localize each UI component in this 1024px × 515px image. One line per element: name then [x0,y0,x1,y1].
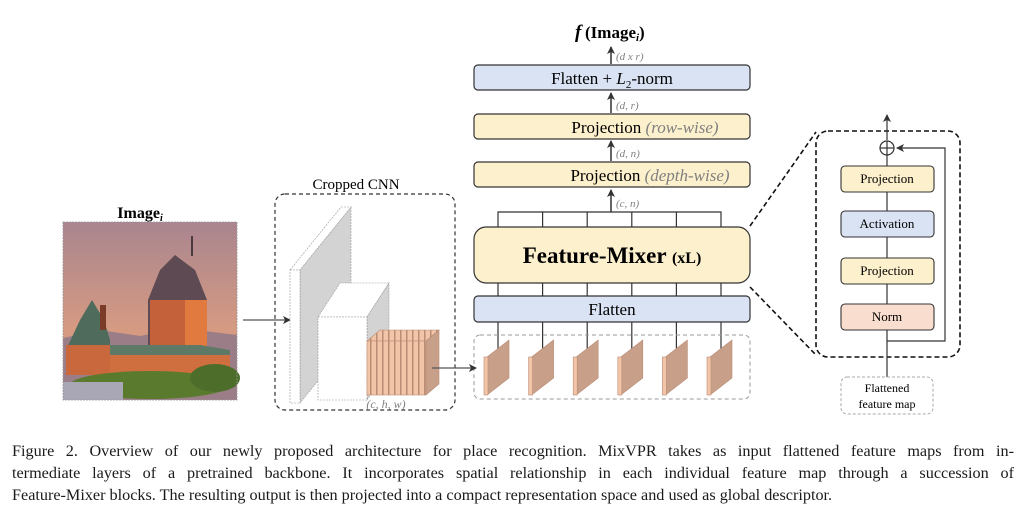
input-image-title: Imagei [117,205,163,224]
cnn-layer2 [317,316,368,401]
output-label: f (Imagei) [575,22,645,44]
svg-text:Projection (row-wise): Projection (row-wise) [571,118,719,137]
cnn-container [274,193,456,411]
annot-out: (d x r) [616,51,644,63]
annot-dr: (d, r) [616,100,639,112]
projection-depth-wise-block: Projection (depth-wise) [473,161,751,188]
caption-line-1: Figure 2. Overview of our newly proposed… [12,442,1014,460]
svg-text:Norm: Norm [872,309,902,324]
svg-text:Flatten + L2-norm: Flatten + L2-norm [551,69,673,91]
annot-cn: (c, n) [616,198,640,210]
skip-connection [887,144,946,342]
output-f: f [575,22,583,43]
cnn-layer1-front [289,269,301,404]
flatten-l2norm-block: Flatten + L2-norm [473,64,751,91]
svg-text:Projection: Projection [860,263,914,278]
svg-text:Flatten: Flatten [588,300,636,319]
svg-text:Projection: Projection [860,171,914,186]
cnn-title: Cropped CNN [312,177,399,193]
flattened-label-1: Flattened [865,381,910,395]
cnn-dims: (c, h, w) [366,397,405,411]
mixer-detail-block-projection: Projection [840,165,935,193]
input-photo [62,221,240,401]
zoom-lines [749,131,817,356]
feature-map [662,339,688,396]
feature-connectors [497,283,722,350]
feature-map [483,339,510,396]
mixer-detail-block-projection: Projection [840,257,935,285]
svg-text:Activation: Activation [860,216,915,231]
caption-line-2: termediate layers of a pretrained backbo… [12,464,1014,482]
feature-map [572,339,599,396]
flattened-feature-map-box [840,376,934,415]
caption-line-3: Feature-Mixer blocks. The resulting outp… [12,486,833,504]
feature-mixer-block: Feature-Mixer (xL) [473,226,751,284]
svg-text:Projection (depth-wise): Projection (depth-wise) [570,166,729,185]
mixer-detail-container [815,130,961,358]
flatten-block: Flatten [473,295,751,323]
architecture-diagram: f (Imagei) (d x r) (d, r) (d, n) (c, n) … [62,22,961,415]
mixer-detail-block-activation: Activation [840,210,935,238]
svg-text:Feature-Mixer (xL): Feature-Mixer (xL) [523,243,702,268]
feature-map [617,339,644,396]
cropped-cnn-group: Cropped CNN (c, h, w) [274,177,456,411]
figure-caption: Figure 2. Overview of our newly proposed… [12,440,1014,506]
output-image-text: (Imagei) [585,23,645,44]
mixer-top-connectors [497,211,722,227]
flattened-label-2: feature map [859,397,916,411]
cnn-feature-block [366,340,427,396]
feature-map [706,339,733,396]
input-image-group: Imagei [62,205,240,401]
projection-row-wise-block: Projection (row-wise) [473,113,751,140]
feature-map [528,339,554,396]
feature-maps [483,339,733,396]
shape-annotations: (d x r) (d, r) (d, n) (c, n) [616,51,644,210]
annot-dn: (d, n) [616,148,640,160]
mixer-detail-block-norm: Norm [840,303,935,331]
